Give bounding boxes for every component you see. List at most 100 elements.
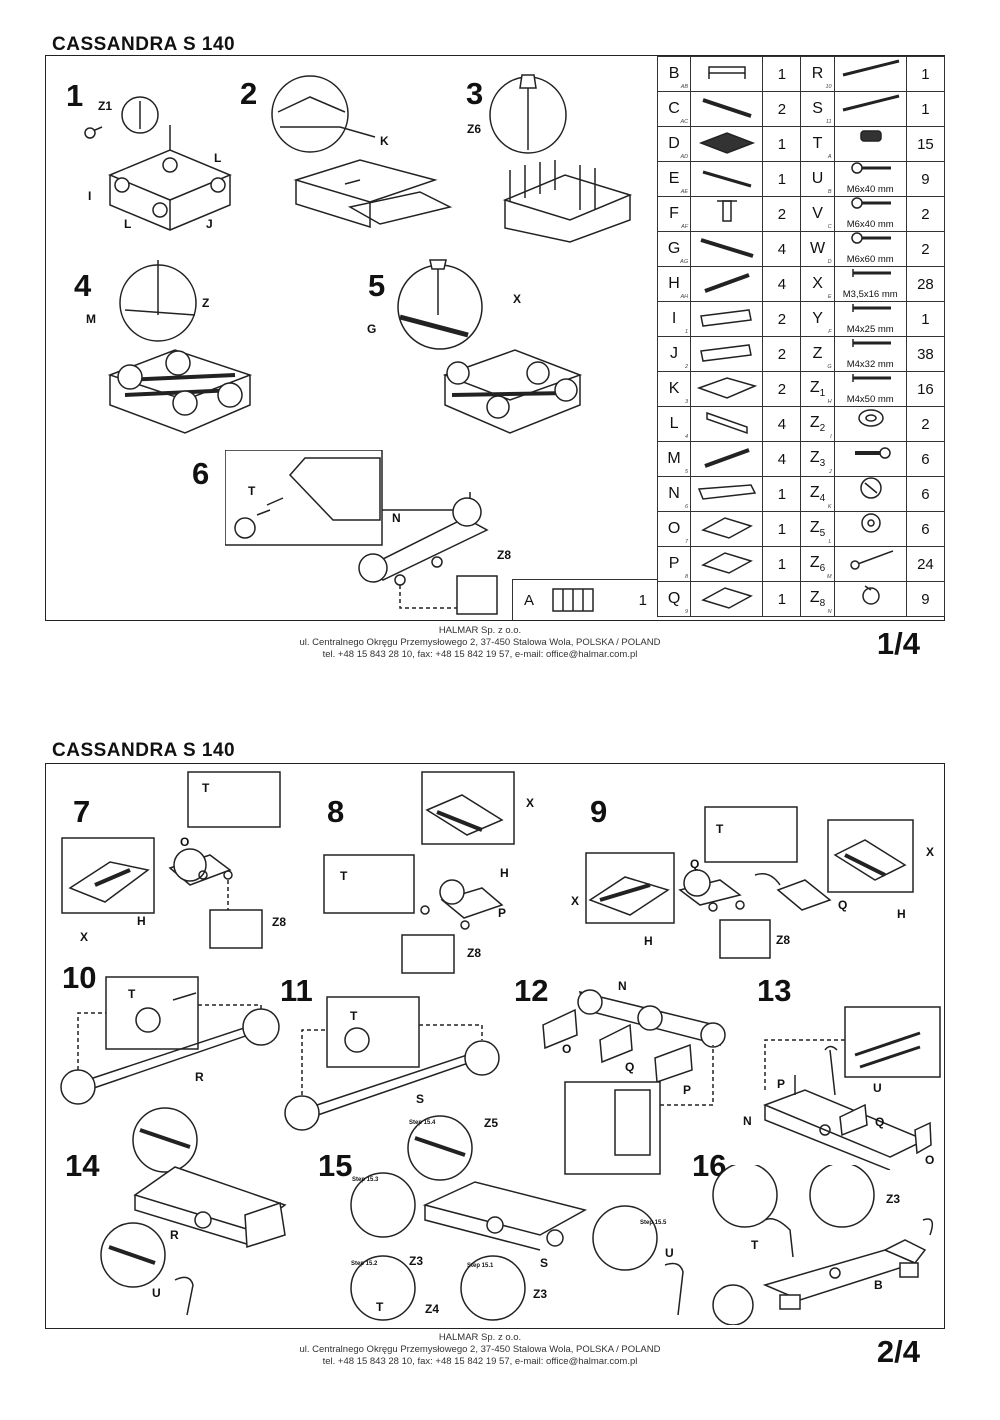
- step-2-label-k: K: [380, 134, 389, 148]
- step-1-label-i: I: [88, 189, 92, 203]
- hardware-image: [833, 91, 907, 127]
- step-15-label-step-15-4: Step 15.4: [409, 1120, 436, 1126]
- hardware-quantity: 16: [905, 371, 946, 407]
- cap-icon: [860, 513, 881, 533]
- step-12-label-o: O: [562, 1042, 572, 1056]
- part-image: [690, 476, 764, 512]
- step-8-label-x: X: [526, 796, 535, 810]
- step-7-label-o: O: [180, 835, 190, 849]
- step-9-number: 9: [590, 794, 608, 829]
- step-13-label-q: Q: [875, 1115, 885, 1129]
- step-7-number: 7: [73, 794, 91, 829]
- page2-title: CASSANDRA S 140: [52, 740, 236, 761]
- hardware-quantity: 2: [905, 196, 946, 232]
- part-image: [690, 196, 764, 232]
- part-image: [690, 301, 764, 337]
- step-9-label-z8: Z8: [776, 933, 791, 947]
- hardware-image: M4x25 mm: [833, 301, 907, 337]
- step-15-illustration: [350, 1115, 684, 1321]
- step-13-label-n: N: [743, 1114, 752, 1128]
- screw-icon: [851, 374, 891, 382]
- footer-company: HALMAR Sp. z o.o.: [438, 625, 522, 636]
- step-7-label-z8: Z8: [272, 915, 287, 929]
- hardware-image: M3,5x16 mm: [833, 266, 907, 302]
- part-quantity: 4: [762, 266, 802, 302]
- step-1-label-z1: Z1: [98, 99, 113, 113]
- part-image: [690, 266, 764, 302]
- handle-icon: [708, 66, 746, 79]
- part-quantity: 4: [762, 441, 802, 477]
- rail-icon: [700, 238, 754, 258]
- nail-icon: [849, 550, 893, 570]
- hardware-size: M6x60 mm: [846, 254, 894, 265]
- page2-footer: HALMAR Sp. z o.o. ul. Centralnego Okręgu…: [230, 1332, 730, 1368]
- step-12-label-p: P: [683, 1083, 692, 1097]
- step-8-number: 8: [327, 794, 345, 829]
- part-image: [690, 441, 764, 477]
- step-13-label-u: U: [873, 1081, 882, 1095]
- step-10-label-r: R: [195, 1070, 204, 1084]
- hardware-quantity: 1: [905, 91, 946, 127]
- step-11-illustration: [284, 996, 500, 1131]
- hardware-image: [833, 546, 907, 582]
- bolt-icon: [850, 232, 891, 244]
- step-7-label-h: H: [137, 914, 146, 928]
- plate-icon: [701, 517, 754, 539]
- step-14-illustration: [100, 1107, 287, 1316]
- headboard-icon: [552, 588, 594, 612]
- screw-icon: [851, 269, 891, 277]
- rod-icon: [702, 170, 752, 188]
- strip-icon: [704, 448, 750, 468]
- page2-number: 2/4: [876, 1334, 920, 1369]
- footer2-contact: tel. +48 15 843 28 10, fax: +48 15 842 1…: [322, 1356, 638, 1367]
- step-14-label-u: U: [152, 1286, 161, 1300]
- hardware-quantity: 24: [905, 546, 946, 582]
- step-12-label-q: Q: [625, 1060, 635, 1074]
- hardware-image: [833, 406, 907, 442]
- step-1-label-j: J: [206, 217, 213, 231]
- step-12-illustration: [542, 989, 726, 1175]
- part-a-cell: A 1: [512, 579, 657, 620]
- step-13-label-o: O: [925, 1153, 935, 1167]
- hardware-size: M4x25 mm: [846, 324, 894, 335]
- leg-icon: [717, 200, 738, 222]
- step-8-label-t: T: [340, 869, 348, 883]
- hardware-quantity: 38: [905, 336, 946, 372]
- step-15-label-t: T: [376, 1300, 384, 1314]
- part-quantity: 1: [762, 161, 802, 197]
- part-image: [690, 371, 764, 407]
- part-quantity: 1: [762, 511, 802, 547]
- part-quantity: 4: [762, 406, 802, 442]
- footer-address: ul. Centralnego Okręgu Przemysłowego 2, …: [299, 637, 661, 648]
- step-10-illustration: [60, 976, 280, 1105]
- hardware-image: [833, 126, 907, 162]
- part-quantity: 1: [762, 476, 802, 512]
- part-quantity: 2: [762, 196, 802, 232]
- slat-grid-icon: [699, 132, 756, 154]
- hardware-quantity: 9: [905, 161, 946, 197]
- step-16-illustration: [712, 1165, 934, 1325]
- hardware-quantity: 2: [905, 406, 946, 442]
- board-icon: [700, 344, 753, 362]
- step-2-number: 2: [240, 76, 258, 111]
- step-12-number: 12: [514, 973, 549, 1008]
- step-9-label-x2: X: [926, 845, 935, 859]
